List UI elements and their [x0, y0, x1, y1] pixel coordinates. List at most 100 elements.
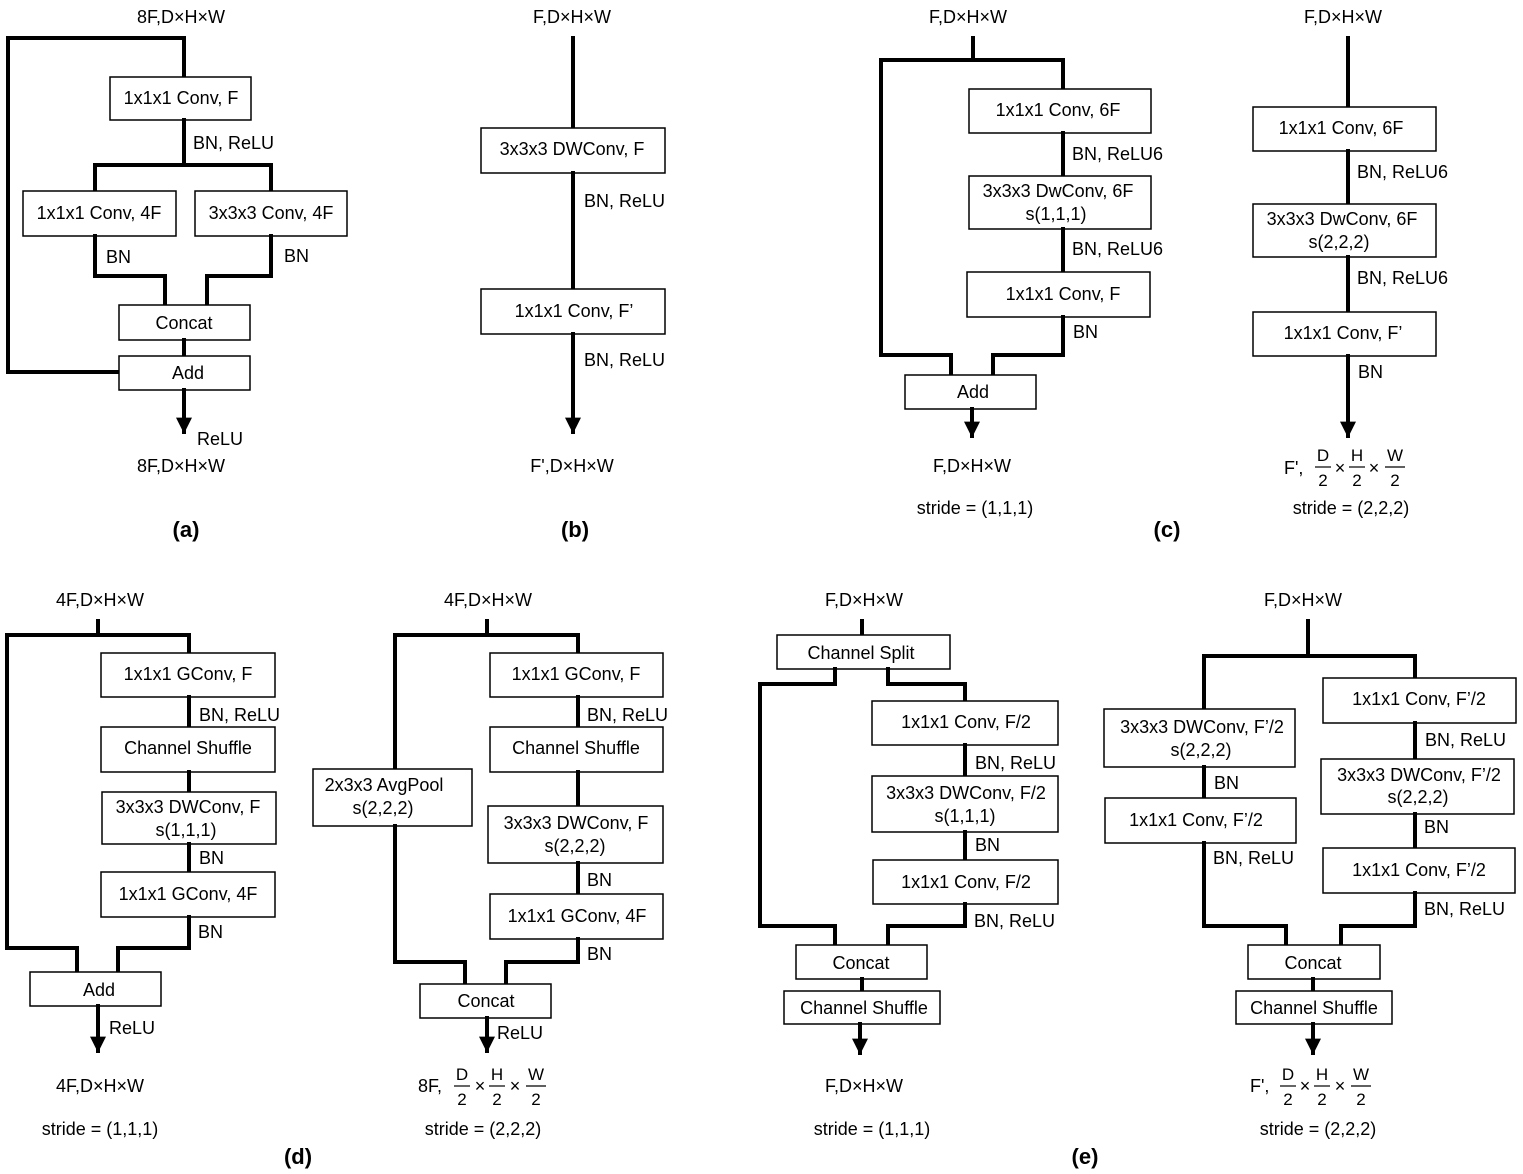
e1-dwconv-label-2: s(1,1,1) — [934, 806, 995, 826]
e1-shuffle-label: Channel Shuffle — [800, 998, 928, 1018]
e2-l-conv-label: 1x1x1 Conv, F’/2 — [1129, 810, 1263, 830]
d2-gconv-f-box — [489, 652, 664, 698]
e2-r-conv-1-label: 1x1x1 Conv, F’/2 — [1352, 689, 1486, 709]
e2-l-dwconv-label-1: 3x3x3 DWConv, F’/2 — [1120, 717, 1284, 737]
a-conv-4f-1-label: 1x1x1 Conv, 4F — [37, 203, 162, 223]
c2-frac-h-num: H — [1351, 446, 1363, 465]
e1-conv-2-label: 1x1x1 Conv, F/2 — [901, 872, 1031, 892]
d2-concat-label: Concat — [457, 991, 514, 1011]
d1-gconv-4f-box — [100, 871, 276, 918]
a-conv-4f-3-label: 3x3x3 Conv, 4F — [209, 203, 334, 223]
e1-split-box — [776, 634, 951, 670]
d2-input-label: 4F,D×H×W — [444, 590, 532, 610]
caption-c: (c) — [1154, 517, 1181, 542]
b-output-label: F',D×H×W — [530, 456, 613, 476]
d2-output-prefix: 8F, — [418, 1076, 442, 1096]
c1-add-box — [904, 374, 1037, 410]
e2-frac-w-num: W — [1353, 1065, 1369, 1084]
block-e2: F,D×H×W 3x3x3 DWConv, F’/2 s(2,2,2) BN 1… — [1103, 590, 1517, 1139]
a-add-label: Add — [172, 363, 204, 383]
d2-output-expression: 8F, D 2 × H 2 × W 2 — [418, 1065, 546, 1109]
d1-shuffle-label: Channel Shuffle — [124, 738, 252, 758]
d2-shuffle-label: Channel Shuffle — [512, 738, 640, 758]
c2-conv-f-box — [1252, 311, 1437, 357]
block-d1: 4F,D×H×W 1x1x1 GConv, F BN, ReLU Channel… — [5, 590, 280, 1139]
c1-dwconv-box — [968, 175, 1152, 230]
block-b: F,D×H×W 3x3x3 DWConv, F BN, ReLU 1x1x1 C… — [480, 7, 666, 542]
e2-r-dwconv-box — [1320, 758, 1515, 815]
e2-l-bn-relu-label: BN, ReLU — [1213, 848, 1294, 868]
c2-frac-d-num: D — [1317, 446, 1329, 465]
c1-input-label: F,D×H×W — [929, 7, 1007, 27]
c1-bn-relu6-1-label: BN, ReLU6 — [1072, 144, 1163, 164]
e2-r-dwconv-label-2: s(2,2,2) — [1387, 787, 1448, 807]
b-bn-relu-1-label: BN, ReLU — [584, 191, 665, 211]
b-input-label: F,D×H×W — [533, 7, 611, 27]
block-d2: 4F,D×H×W 1x1x1 GConv, F BN, ReLU Channel… — [312, 590, 668, 1139]
a-conv-4f-3-box — [194, 190, 348, 237]
e2-l-bn-label: BN — [1214, 773, 1239, 793]
block-c2: F,D×H×W 1x1x1 Conv, 6F BN, ReLU6 3x3x3 D… — [1252, 7, 1448, 518]
e2-r-conv-2-box — [1322, 847, 1516, 894]
a-relu-label: ReLU — [197, 429, 243, 449]
e1-dwconv-box — [871, 775, 1059, 833]
a-bn-relu-label: BN, ReLU — [193, 133, 274, 153]
d1-dwconv-box — [101, 791, 277, 845]
c1-conv-6f-label: 1x1x1 Conv, 6F — [996, 100, 1121, 120]
e2-stride-label: stride = (2,2,2) — [1260, 1119, 1377, 1139]
d2-dwconv-label-1: 3x3x3 DWConv, F — [504, 813, 649, 833]
caption-d: (d) — [284, 1144, 312, 1169]
c1-output-label: F,D×H×W — [933, 456, 1011, 476]
c2-bn-relu6-2-label: BN, ReLU6 — [1357, 268, 1448, 288]
a-conv-4f-1-box — [22, 190, 177, 237]
d2-stride-label: stride = (2,2,2) — [425, 1119, 542, 1139]
c2-bn-relu6-1-label: BN, ReLU6 — [1357, 162, 1448, 182]
caption-b: (b) — [561, 517, 589, 542]
e2-r-dwconv-label-1: 3x3x3 DWConv, F’/2 — [1337, 765, 1501, 785]
e2-frac-w-den: 2 — [1356, 1090, 1365, 1109]
d1-bn-2-label: BN — [198, 922, 223, 942]
c2-conv-6f-box — [1252, 106, 1437, 152]
c2-dwconv-box — [1252, 203, 1437, 258]
c1-conv-f-label: 1x1x1 Conv, F — [1006, 284, 1121, 304]
a-input-label: 8F,D×H×W — [137, 7, 225, 27]
c2-dwconv-label-1: 3x3x3 DwConv, 6F — [1267, 209, 1418, 229]
a-bn-left-label: BN — [106, 247, 131, 267]
e2-times-1: × — [1300, 1076, 1311, 1096]
e2-concat-label: Concat — [1284, 953, 1341, 973]
d2-frac-w-num: W — [528, 1065, 544, 1084]
c1-bn-relu6-2-label: BN, ReLU6 — [1072, 239, 1163, 259]
d2-gconv-f-label: 1x1x1 GConv, F — [512, 664, 641, 684]
d2-times-1: × — [475, 1076, 486, 1096]
e1-bn-label: BN — [975, 835, 1000, 855]
d2-gconv-4f-label: 1x1x1 GConv, 4F — [508, 906, 647, 926]
d2-avgpool-label-1: 2x3x3 AvgPool — [325, 775, 444, 795]
e1-input-label: F,D×H×W — [825, 590, 903, 610]
e2-frac-h-num: H — [1316, 1065, 1328, 1084]
e2-r-bn-label: BN — [1424, 817, 1449, 837]
c2-conv-f-label: 1x1x1 Conv, F’ — [1284, 323, 1403, 343]
c2-stride-label: stride = (2,2,2) — [1293, 498, 1410, 518]
e2-r-bn-relu-1-label: BN, ReLU — [1425, 730, 1506, 750]
e1-output-label: F,D×H×W — [825, 1076, 903, 1096]
a-conv-f-box — [109, 76, 252, 121]
d2-dwconv-box — [487, 805, 664, 864]
d1-dwconv-label-1: 3x3x3 DWConv, F — [116, 797, 261, 817]
e2-output-prefix: F', — [1250, 1076, 1269, 1096]
d1-input-label: 4F,D×H×W — [56, 590, 144, 610]
d2-frac-d-num: D — [456, 1065, 468, 1084]
d2-frac-d-den: 2 — [457, 1090, 466, 1109]
c1-dwconv-label-2: s(1,1,1) — [1025, 204, 1086, 224]
d1-gconv-f-box — [100, 652, 276, 698]
d2-bn-2-label: BN — [587, 944, 612, 964]
c1-dwconv-label-1: 3x3x3 DwConv, 6F — [983, 181, 1134, 201]
d2-frac-w-den: 2 — [531, 1090, 540, 1109]
e2-frac-d-num: D — [1282, 1065, 1294, 1084]
block-e1: F,D×H×W Channel Split 1x1x1 Conv, F/2 BN… — [758, 590, 1059, 1139]
block-c1: F,D×H×W 1x1x1 Conv, 6F BN, ReLU6 3x3x3 D… — [879, 7, 1163, 518]
c2-input-label: F,D×H×W — [1304, 7, 1382, 27]
c1-bn-label: BN — [1073, 322, 1098, 342]
e1-conv-1-box — [871, 700, 1059, 746]
c1-conv-f-box — [966, 271, 1151, 318]
